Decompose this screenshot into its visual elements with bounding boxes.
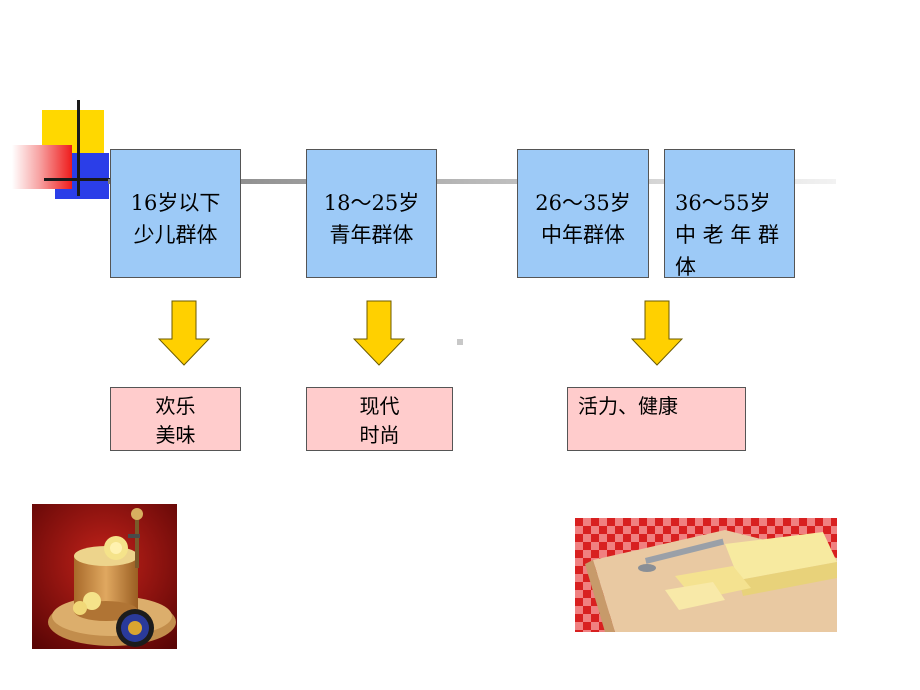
stray-dot — [457, 339, 463, 345]
down-arrow-icon — [631, 300, 683, 366]
label-line2: 时尚 — [359, 423, 400, 447]
deco-red-gradient — [12, 145, 72, 189]
deco-horizontal-line — [44, 178, 110, 181]
age-range: 26～35岁 — [535, 191, 631, 215]
down-arrow-icon — [158, 300, 210, 366]
age-box-0: 16岁以下 少儿群体 — [110, 149, 241, 278]
age-box-2: 26～35岁 中年群体 — [517, 149, 649, 278]
group-name: 少儿群体 — [133, 223, 218, 247]
cheese-board-photo — [575, 518, 837, 632]
age-box-3: 36～55岁 中 老 年 群 体 — [664, 149, 795, 279]
age-box-1: 18～25岁 青年群体 — [306, 149, 437, 278]
label-box-2: 活力、健康 — [567, 387, 746, 451]
group-name-line2: 体 — [675, 255, 696, 279]
age-range: 16岁以下 — [130, 191, 221, 215]
label-line2: 美味 — [155, 423, 196, 447]
label-line1: 欢乐 — [155, 394, 196, 418]
label-line1: 活力、健康 — [578, 394, 678, 418]
label-line1: 现代 — [359, 394, 400, 418]
down-arrow-icon — [353, 300, 405, 366]
age-range: 18～25岁 — [323, 191, 420, 215]
age-range: 36～55岁 — [675, 191, 771, 215]
group-name-line1: 中 老 年 群 — [675, 223, 780, 247]
label-box-0: 欢乐 美味 — [110, 387, 241, 451]
group-name: 青年群体 — [329, 223, 414, 247]
label-box-1: 现代 时尚 — [306, 387, 453, 451]
timeline-bar — [108, 179, 836, 184]
group-name: 中年群体 — [541, 223, 625, 247]
cheese-curler-photo — [32, 504, 177, 649]
deco-vertical-line — [77, 100, 80, 196]
